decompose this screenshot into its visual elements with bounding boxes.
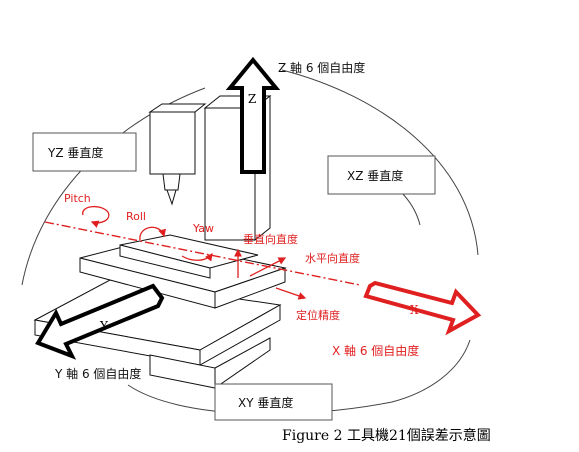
pitch-label: Pitch — [64, 192, 91, 205]
figure-caption: Figure 2 工具機21個誤差示意圖 — [282, 427, 491, 444]
spindle-head-top — [148, 103, 207, 113]
base-side — [199, 304, 281, 366]
yaw-label: Yaw — [192, 222, 214, 235]
table-front — [119, 244, 211, 279]
error-indicators — [82, 205, 307, 300]
positioning-arrow — [275, 287, 307, 300]
yaw-rotation-icon — [181, 252, 213, 262]
envelope-right-curve — [281, 69, 479, 256]
horizontal-straightness-arrow — [249, 257, 287, 277]
z-axis-arrow: Z — [225, 56, 281, 174]
positioning-accuracy-label: 定位精度 — [296, 308, 340, 322]
xz-squareness-box: XZ 垂直度 — [327, 155, 436, 195]
yz-squareness-label: YZ 垂直度 — [47, 145, 103, 160]
spindle-head — [149, 111, 196, 175]
x-axis-centerline — [44, 221, 361, 286]
y-axis-label: Y — [99, 319, 109, 333]
roll-rotation-icon — [139, 226, 166, 241]
yz-squareness-box: YZ 垂直度 — [32, 132, 137, 172]
horizontal-straightness-label: 水平向直度 — [305, 251, 360, 265]
x-dof-label: X 軸 6 個自由度 — [332, 343, 419, 358]
tool — [166, 189, 177, 206]
machine-base — [33, 234, 287, 389]
z-axis-label: Z — [248, 92, 256, 106]
roll-label: Roll — [126, 210, 146, 223]
x-axis-arrow: X — [363, 280, 482, 336]
spindle-nose — [162, 173, 181, 191]
xz-squareness-label: XZ 垂直度 — [347, 168, 403, 183]
x-axis-label: X — [410, 303, 419, 317]
xy-squareness-box: XY 垂直度 — [214, 383, 333, 421]
y-axis-arrow: Y — [35, 283, 165, 360]
xy-squareness-label: XY 垂直度 — [238, 395, 293, 410]
y-dof-label: Y 軸 6 個自由度 — [54, 366, 141, 381]
pitch-rotation-icon — [82, 205, 110, 228]
vertical-straightness-label: 垂直向直度 — [243, 232, 298, 246]
z-dof-label: Z 軸 6 個自由度 — [278, 60, 365, 75]
saddle-side — [214, 267, 286, 309]
envelope-bottom-curve — [127, 339, 471, 415]
base-leg-right — [214, 337, 271, 389]
